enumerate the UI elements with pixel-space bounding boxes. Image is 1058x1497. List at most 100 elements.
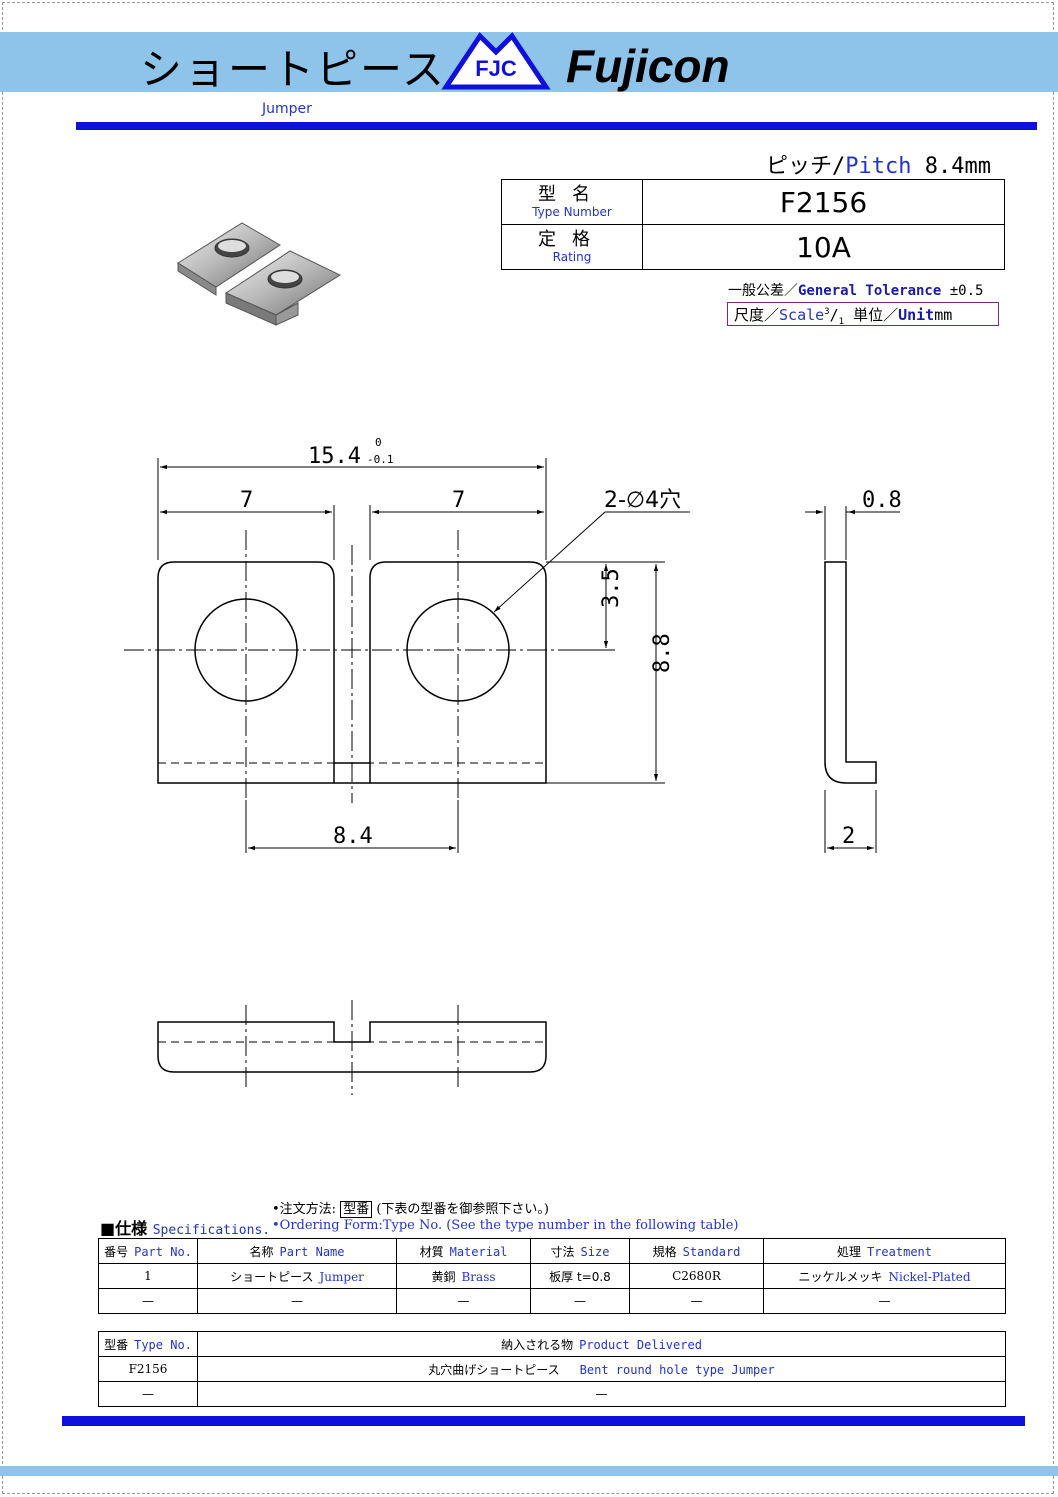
page-subtitle: Jumper [262, 101, 312, 117]
dim-pitch: 8.4 [333, 824, 373, 849]
cell-part-no: 1 [98, 1263, 198, 1289]
unit-value: mm [934, 306, 953, 324]
scale-unit-box: 尺度／Scale3/1 単位／Unitmm [727, 302, 999, 327]
cell-standard: C2680R [629, 1263, 764, 1289]
type-label-jp: 型名 [538, 184, 606, 205]
cell-size: 板厚 t=0.8 [530, 1263, 630, 1289]
logo-brand-text: Fujicon [566, 40, 730, 92]
footer-bar [0, 1466, 1058, 1476]
tolerance-value: ±0.5 [941, 283, 984, 299]
table-header-row: 型番 Type No. 納入される物 Product Delivered [98, 1331, 1006, 1357]
header-rule [76, 122, 1037, 130]
dim-tol-lower: -0.1 [367, 453, 394, 466]
rating-value: 10A [642, 224, 1005, 270]
scale-label-jp: 尺度／ [734, 306, 780, 324]
dim-flange: 2 [842, 824, 855, 849]
header-en: Part No. [134, 1244, 192, 1259]
order-suffix: (下表の型番を御参照下さい。) [372, 1202, 549, 1217]
spec-heading-jp: ■仕様 [100, 1219, 153, 1238]
rating-label-jp: 定格 [538, 229, 606, 250]
header-en: Type No. [134, 1337, 192, 1352]
order-method-en: •Ordering Form:Type No. (See the type nu… [272, 1218, 739, 1233]
dim-hole-callout: 2-∅4穴 [604, 488, 681, 513]
cell-type-no: F2156 [98, 1356, 198, 1382]
col-part-no: 番号 Part No. [98, 1238, 198, 1264]
header-jp: 規格 [652, 1244, 677, 1259]
header-en: Size [580, 1244, 610, 1259]
rating-label-en: Rating [552, 250, 592, 264]
cell-text-en: Brass [461, 1269, 496, 1284]
pitch-label-en: Pitch [845, 154, 912, 179]
technical-drawing: 15.4 0 -0.1 7 7 2-∅4穴 3.5 8.8 8.4 0.8 2 [124, 436, 902, 1095]
cell-text-jp: 丸穴曲げショートピース [428, 1362, 560, 1377]
cell-part-name: — [197, 1288, 397, 1314]
bottom-view [157, 1021, 547, 1073]
fjc-fujicon-logo: FJC Fujicon [441, 32, 730, 92]
type-number-header: 型名 Type Number [501, 179, 643, 225]
jumper-piece-right [224, 250, 342, 326]
dim-tol-upper: 0 [375, 436, 382, 449]
spec-heading-en: Specifications. [152, 1223, 271, 1238]
general-tolerance: 一般公差／General Tolerance ±0.5 [728, 280, 983, 300]
pitch-label: ピッチ/Pitch 8.4mm [766, 148, 991, 180]
cell-part-no: — [98, 1288, 198, 1314]
dim-left-width: 7 [240, 488, 253, 513]
header-jp: 材質 [419, 1244, 444, 1259]
header-jp: 寸法 [550, 1244, 575, 1259]
order-boxed: 型番 [340, 1201, 373, 1218]
dim-thickness: 0.8 [862, 488, 902, 513]
col-product-delivered: 納入される物 Product Delivered [197, 1331, 1006, 1357]
table-row: — — [98, 1381, 1006, 1407]
specifications-heading: ■仕様 Specifications. [100, 1215, 270, 1239]
tolerance-label-jp: 一般公差／ [728, 283, 798, 299]
delivered-table: 型番 Type No. 納入される物 Product Delivered F2156… [98, 1331, 1006, 1407]
dimension-lines [157, 458, 900, 853]
cell-treatment: — [763, 1288, 1006, 1314]
dim-hole-offset: 3.5 [599, 568, 624, 608]
cell-material: 黄銅 Brass [396, 1263, 531, 1289]
cell-size: — [530, 1288, 630, 1314]
col-type-no: 型番 Type No. [98, 1331, 198, 1357]
header-jp: 処理 [836, 1244, 861, 1259]
unit-label-jp: 単位／ [844, 306, 899, 324]
jumper-piece-left [177, 222, 281, 296]
tolerance-label-en: General Tolerance [798, 283, 942, 299]
cell-product: 丸穴曲げショートピース Bent round hole type Jumper [197, 1356, 1006, 1382]
footer-rule [62, 1416, 1025, 1426]
side-view [824, 561, 877, 784]
scale-label-en: Scale [779, 306, 825, 324]
pitch-value: 8.4mm [911, 154, 991, 179]
header-jp: 名称 [249, 1244, 274, 1259]
type-label-en: Type Number [532, 205, 612, 219]
scale-numerator: 3 [824, 307, 830, 317]
header-jp: 番号 [104, 1244, 129, 1259]
header-jp: 納入される物 [501, 1337, 574, 1352]
table-row: — — — — — — [98, 1288, 1006, 1314]
cell-text-jp: 黄銅 [431, 1269, 456, 1284]
header-jp: 型番 [104, 1337, 129, 1352]
type-number-value: F2156 [642, 179, 1005, 225]
header-en: Product Delivered [579, 1337, 702, 1352]
cell-product: — [197, 1381, 1006, 1407]
cell-standard: — [629, 1288, 764, 1314]
cell-text-jp: ショートピース [230, 1269, 314, 1284]
scale-denominator: 1 [838, 317, 845, 327]
header-en: Treatment [866, 1244, 933, 1259]
order-method-jp: •注文方法: 型番 (下表の型番を御参照下さい。) [272, 1198, 549, 1218]
dim-overall-width: 15.4 [308, 444, 361, 469]
rating-header: 定格 Rating [501, 224, 643, 270]
cell-text-en: Nickel-Plated [888, 1269, 971, 1284]
cell-type-no: — [98, 1381, 198, 1407]
product-photo [177, 222, 342, 326]
page-title: ショートピース [140, 45, 446, 94]
pitch-label-jp: ピッチ/ [766, 154, 846, 179]
header-en: Part Name [279, 1244, 345, 1259]
col-part-name: 名称 Part Name [197, 1238, 397, 1264]
cell-text-en: Bent round hole type Jumper [579, 1362, 775, 1377]
